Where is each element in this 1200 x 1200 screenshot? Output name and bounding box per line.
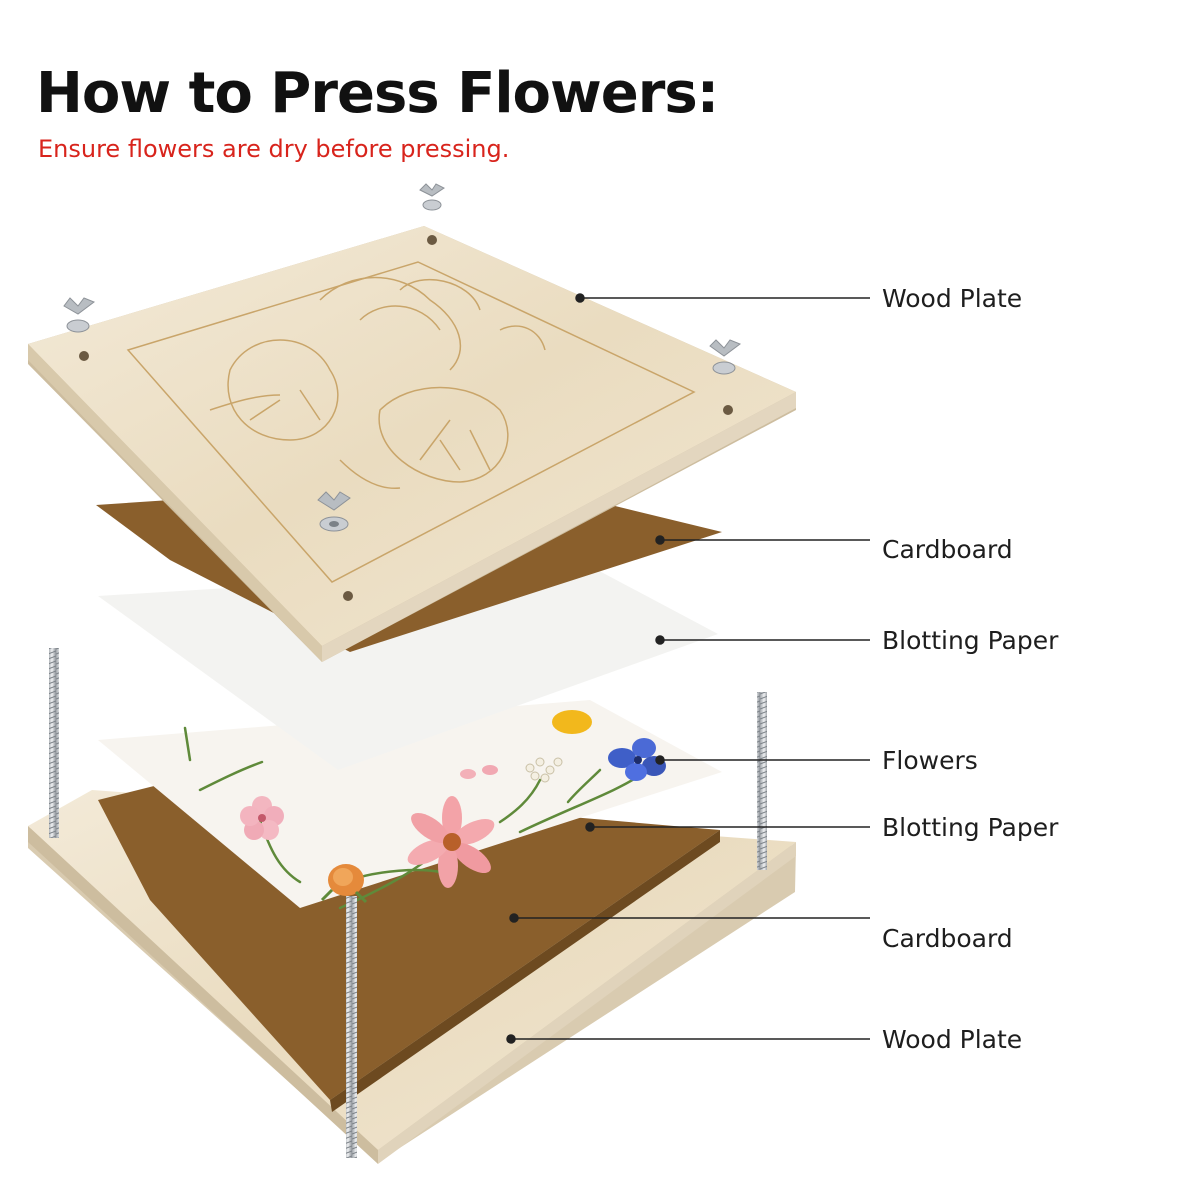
header: How to Press Flowers: Ensure flowers are… [36,58,719,164]
threaded-rod-back-left [49,648,59,838]
babys-breath [525,757,563,783]
blue-larkspur [608,738,666,781]
upper-blotting-paper [98,566,718,770]
orange-rosebud [320,864,368,904]
label-upper-cardboard: Cardboard [882,535,1013,564]
yellow-petal [552,710,592,734]
wing-nut-right [709,339,742,375]
wing-nut-front [317,491,351,532]
pink-flower-small [240,796,284,840]
label-lower-cardboard: Cardboard [882,924,1013,953]
lower-blotting-paper-with-flowers [98,700,722,910]
label-bottom-wood-plate: Wood Plate [882,1025,1023,1054]
top-wood-plate [28,226,796,662]
leader-lines [506,293,870,1044]
page-title: How to Press Flowers: [36,61,719,126]
wing-nut-top [419,183,445,211]
label-flowers: Flowers [882,746,978,775]
threaded-rod-back-right [757,692,767,870]
pink-daisy-large [407,796,495,888]
label-lower-blotting-paper: Blotting Paper [882,813,1059,842]
threaded-rod-front [346,896,357,1158]
page-subtitle: Ensure flowers are dry before pressing. [38,135,510,163]
wing-nut-left [63,297,96,333]
label-top-wood-plate: Wood Plate [882,284,1023,313]
label-upper-blotting-paper: Blotting Paper [882,626,1059,655]
